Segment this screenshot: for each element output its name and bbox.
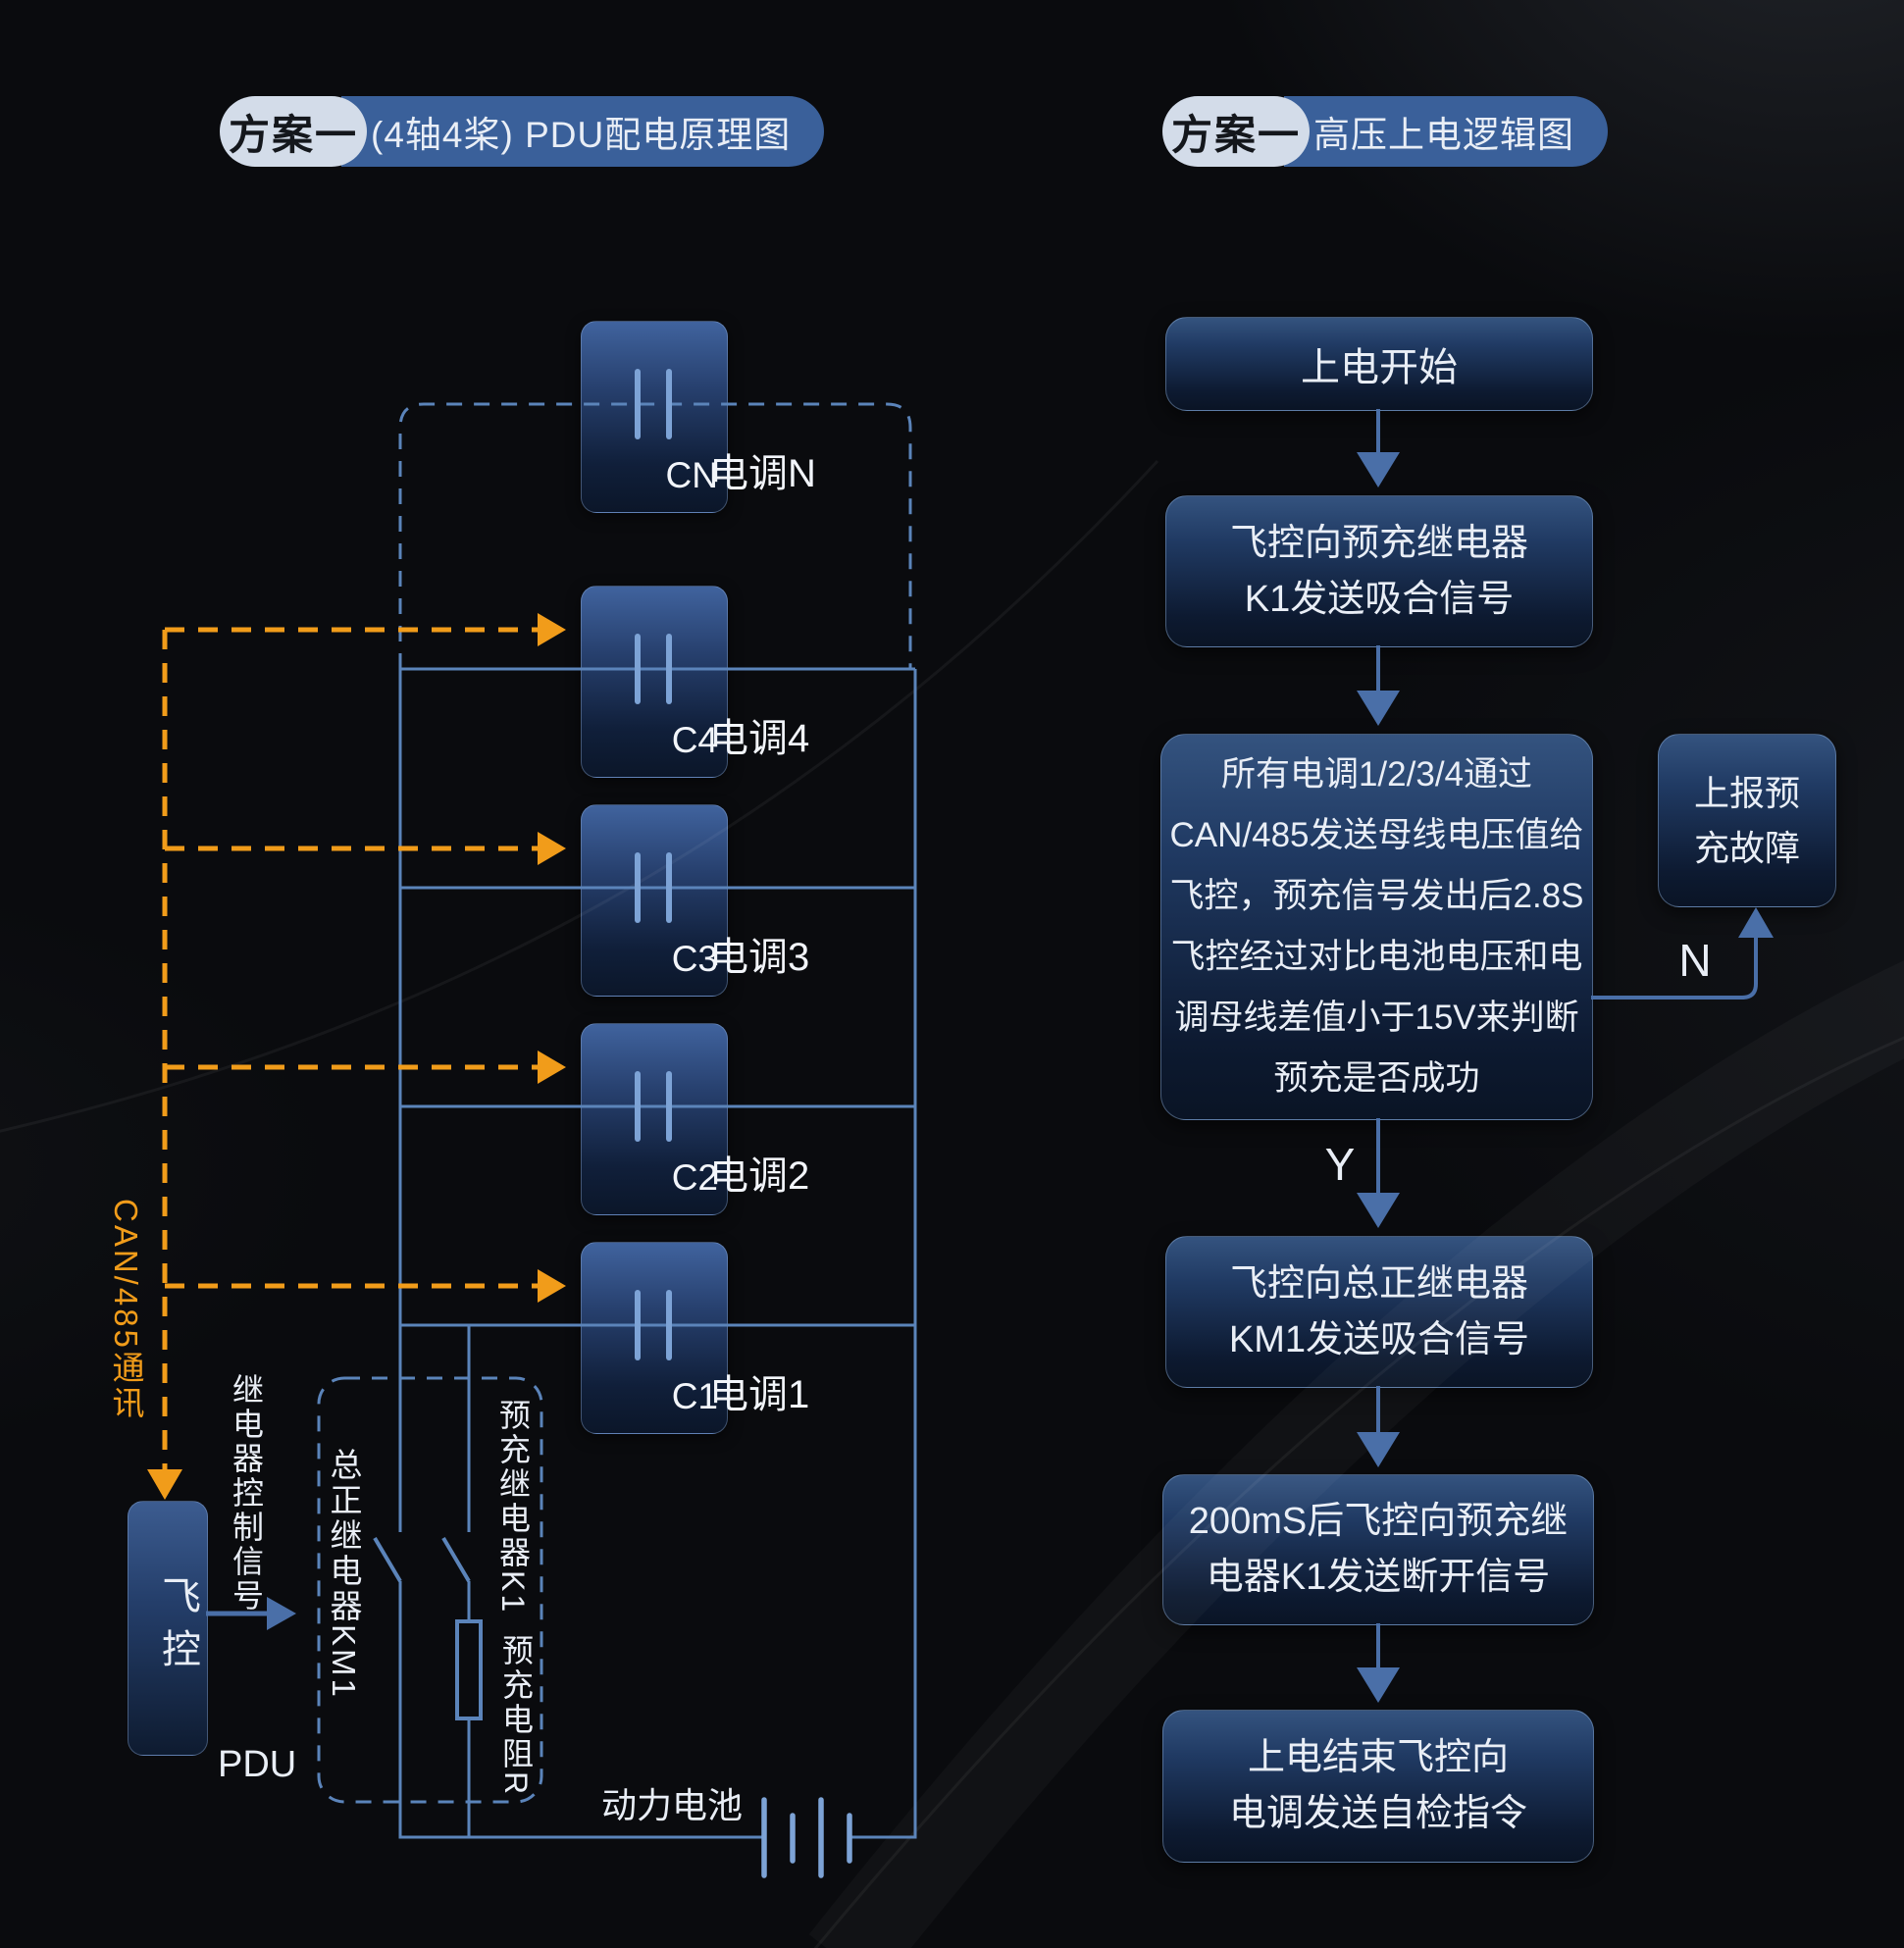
main-relay-label: 总正继电器KM1	[326, 1448, 362, 1700]
yes-branch-label: Y	[1324, 1139, 1356, 1190]
esc-label-n: 电调N	[709, 452, 816, 495]
flow-step-fault: 上报预 充故障	[1658, 734, 1836, 907]
flow-step-main-close-label: 飞控向总正继电器 KM1发送吸合信号	[1228, 1262, 1530, 1360]
left-title-text: (4轴4桨) PDU配电原理图	[341, 96, 825, 167]
flow-step-judge-label: 所有电调1/2/3/4通过 CAN/485发送母线电压值给 飞控，预充信号发出后…	[1169, 755, 1584, 1098]
left-title-badge: 方案一	[220, 96, 367, 167]
cap-label-c1: C1	[671, 1376, 718, 1416]
esc-label-3: 电调3	[709, 936, 810, 979]
battery-label: 动力电池	[600, 1785, 743, 1825]
esc-capacitor-box-c3	[581, 804, 728, 997]
cap-label-cn: CN	[665, 455, 718, 495]
right-title-badge: 方案一	[1162, 96, 1310, 167]
flow-step-start: 上电开始	[1165, 317, 1593, 411]
flow-step-fault-label: 上报预 充故障	[1693, 772, 1800, 868]
flight-controller-box	[128, 1501, 208, 1756]
pdu-label: PDU	[218, 1744, 297, 1785]
esc-label-4: 电调4	[709, 717, 810, 760]
esc-capacitor-box-c2	[581, 1023, 728, 1215]
esc-label-2: 电调2	[709, 1154, 810, 1198]
esc-capacitor-box-c1	[581, 1242, 728, 1434]
cap-label-c4: C4	[671, 720, 718, 760]
left-title: 方案一 (4轴4桨) PDU配电原理图	[220, 96, 825, 167]
esc-label-1: 电调1	[709, 1373, 810, 1416]
relay-signal-label: 继电器控制信号	[229, 1373, 264, 1614]
flow-step-precharge-open: 200mS后飞控向预充继 电器K1发送断开信号	[1162, 1474, 1594, 1625]
precharge-resistor-label: 预充电阻R	[498, 1634, 534, 1798]
cap-label-c2: C2	[671, 1157, 718, 1198]
cap-label-c3: C3	[671, 939, 718, 979]
flight-controller-label: 飞控	[156, 1575, 199, 1681]
right-title-text: 高压上电逻辑图	[1284, 96, 1608, 167]
flow-step-judge: 所有电调1/2/3/4通过 CAN/485发送母线电压值给 飞控，预充信号发出后…	[1160, 734, 1593, 1120]
flow-step-precharge-open-label: 200mS后飞控向预充继 电器K1发送断开信号	[1188, 1501, 1569, 1598]
no-branch-label: N	[1678, 935, 1712, 986]
flow-step-precharge-close: 飞控向预充继电器 K1发送吸合信号	[1165, 495, 1593, 647]
can-bus-label: CAN/485通讯	[108, 1199, 144, 1421]
right-title: 方案一 高压上电逻辑图	[1162, 96, 1608, 167]
flow-step-precharge-close-label: 飞控向预充继电器 K1发送吸合信号	[1229, 522, 1528, 620]
flow-step-main-close: 飞控向总正继电器 KM1发送吸合信号	[1165, 1236, 1593, 1388]
flow-step-finish: 上电结束飞控向 电调发送自检指令	[1162, 1710, 1594, 1863]
precharge-relay-label: 预充继电器K1	[495, 1399, 531, 1615]
flow-step-finish-label: 上电结束飞控向 电调发送自检指令	[1228, 1737, 1527, 1834]
flow-step-start-label: 上电开始	[1301, 346, 1458, 389]
